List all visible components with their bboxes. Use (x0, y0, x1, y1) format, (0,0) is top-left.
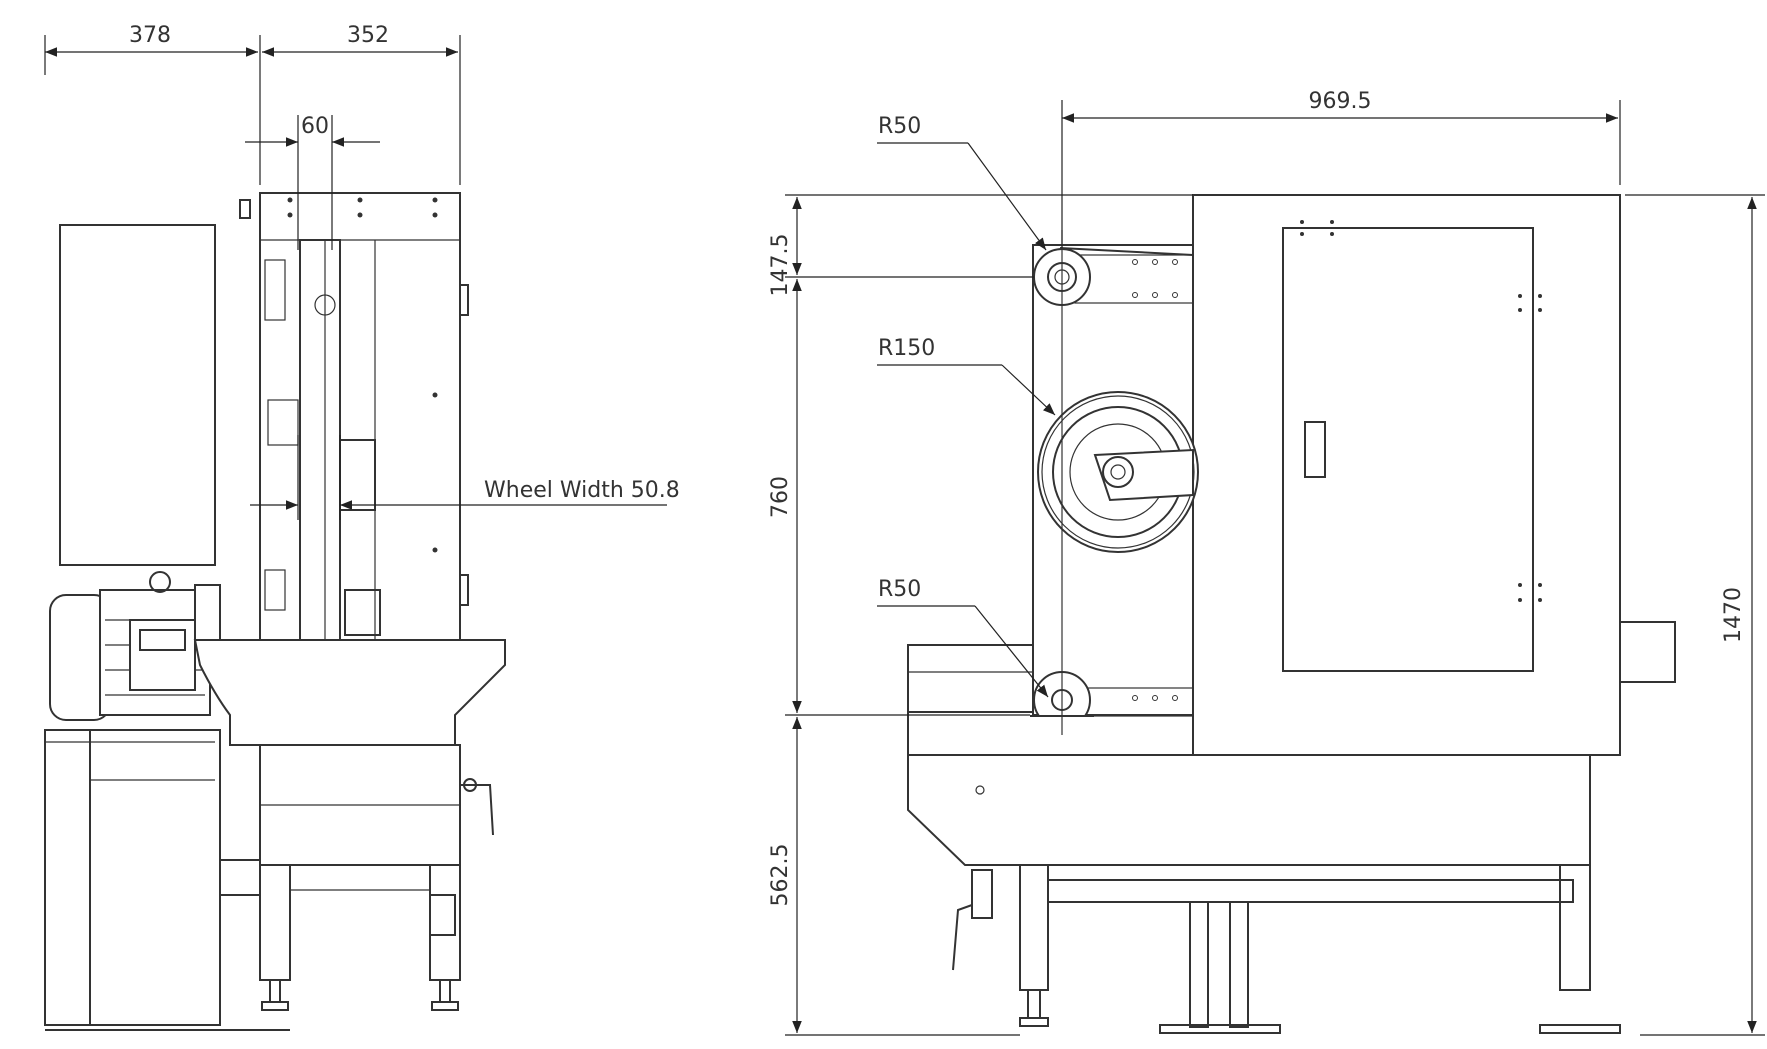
motor-brand-label: TECO (143, 635, 181, 650)
side-cabinet (259, 192, 461, 641)
dim-label-352: 352 (347, 23, 389, 48)
front-cabinet-door (1282, 227, 1534, 672)
door-handle (1304, 421, 1326, 478)
radius-label-bottom: R50 (878, 577, 921, 602)
radius-label-top: R50 (878, 114, 921, 139)
wheel-width-label: Wheel Width 50.8 (484, 478, 680, 503)
side-dimensions (44, 35, 667, 520)
dim-label-60: 60 (301, 114, 329, 139)
front-view (907, 194, 1676, 1034)
dim-label-969-5: 969.5 (1309, 89, 1372, 114)
front-cabinet (1192, 194, 1621, 756)
side-box (1619, 621, 1676, 683)
motor (49, 571, 221, 721)
side-view (44, 192, 506, 1031)
dim-label-147-5: 147.5 (768, 234, 793, 297)
front-base (907, 754, 1591, 866)
main-wheel (1037, 391, 1199, 553)
front-dimensions (785, 100, 1765, 1036)
side-left-panel (59, 224, 216, 566)
drain-valve (971, 869, 993, 919)
side-lower-frame (44, 729, 221, 1026)
dim-label-378: 378 (129, 23, 171, 48)
dim-label-760: 760 (768, 476, 793, 518)
base-rail (1047, 879, 1574, 903)
radius-label-main: R150 (878, 336, 935, 361)
dim-label-562-5: 562.5 (768, 844, 793, 907)
dim-label-1470: 1470 (1721, 587, 1746, 643)
side-hopper (193, 639, 506, 746)
